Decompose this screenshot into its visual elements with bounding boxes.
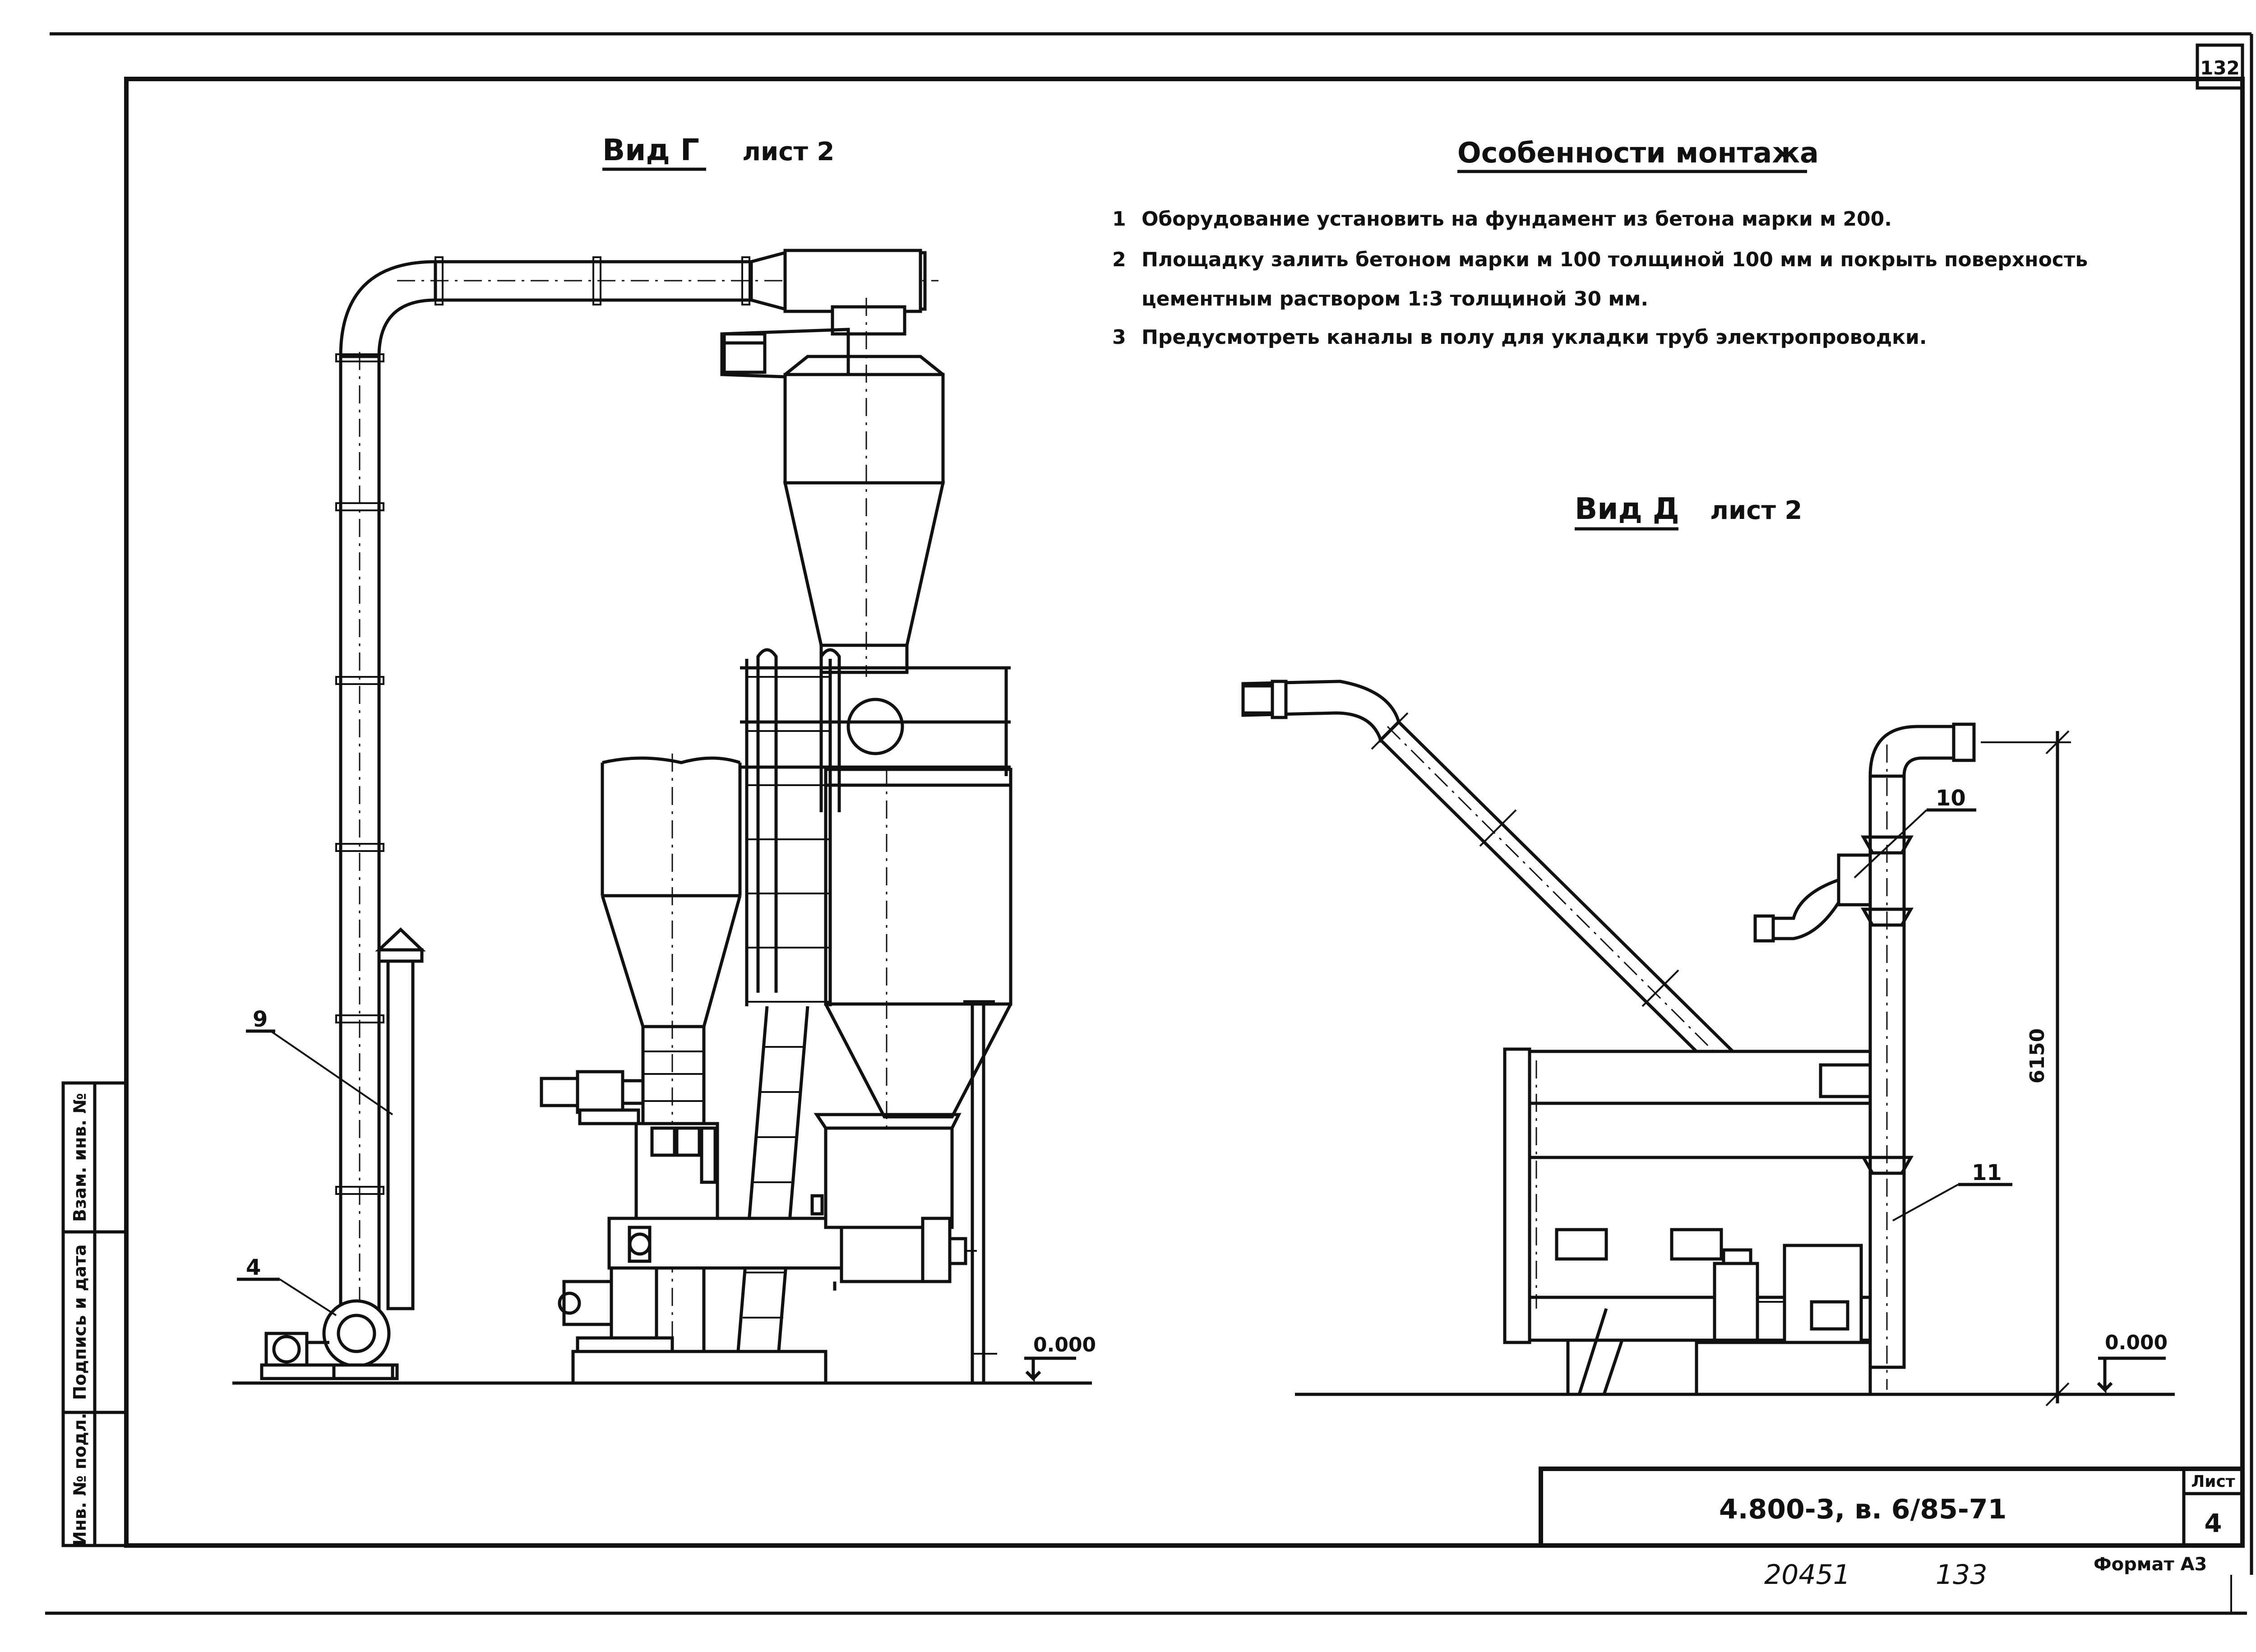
view-g-ref: лист 2	[742, 137, 834, 167]
level-mark-left: 0.000	[1024, 1333, 1096, 1383]
return-duct	[375, 927, 426, 1310]
view-d-label: Вид Д	[1575, 491, 1679, 526]
note-1-num: 1	[1112, 208, 1126, 231]
side-stamp: Инв. № подл. Подпись и дата Взам. инв. №	[61, 1081, 128, 1547]
storage-bin	[824, 767, 1012, 1383]
handwritten-number-2: 133	[1936, 1559, 1988, 1591]
stamp-sign-label: Подпись и дата	[70, 1244, 90, 1400]
fan-unit-right	[1695, 1244, 1872, 1396]
note-2-cont: цементным раствором 1:3 толщиной 30 мм.	[1142, 287, 1648, 310]
cyclone-separator	[720, 298, 945, 677]
level-right-value: 0.000	[2105, 1331, 2168, 1354]
title-block: 4.800-3, в. 6/85-71 Лист 4	[1539, 1467, 2245, 1548]
sheet-label: Лист	[2191, 1472, 2235, 1491]
level-mark-right: 0.000	[2097, 1331, 2168, 1394]
view-g-title: Вид Г лист 2	[602, 133, 834, 171]
footer: 20451 133 Формат А3	[1764, 1554, 2207, 1591]
callout-11: 11	[1892, 1160, 2012, 1222]
sheet-value: 4	[2205, 1509, 2222, 1538]
vertical-duct-right	[1753, 722, 1976, 1390]
stamp-replace-label: Взам. инв. №	[70, 1093, 90, 1222]
sheet-number-box: 132	[2196, 43, 2244, 90]
feeder-assembly	[558, 1113, 977, 1385]
notes-title: Особенности монтажа	[1457, 136, 1819, 169]
installation-notes: Особенности монтажа 1 Оборудование устан…	[1112, 136, 2088, 349]
view-g-label: Вид Г	[602, 133, 699, 167]
drive-motor	[540, 1070, 719, 1229]
callout-10-num: 10	[1936, 786, 1966, 811]
view-d-drawing: 0.000 6150 10 11	[1241, 680, 2175, 1407]
format-label: Формат А3	[2094, 1554, 2207, 1575]
stamp-inv-label: Инв. № подл.	[70, 1413, 90, 1546]
note-1-text: Оборудование установить на фундамент из …	[1142, 208, 1892, 231]
view-d-title: Вид Д лист 2	[1575, 491, 1802, 531]
handwritten-number-1: 20451	[1764, 1559, 1850, 1591]
note-2-num: 2	[1112, 248, 1126, 271]
callout-11-num: 11	[1972, 1160, 2002, 1185]
drawing-frame	[45, 32, 2253, 1615]
note-3-text: Предусмотреть каналы в полу для укладки …	[1142, 326, 1927, 349]
callout-4: 4	[237, 1255, 337, 1316]
vertical-air-duct	[335, 249, 938, 1336]
callout-9-num: 9	[253, 1007, 268, 1032]
dimension-6150: 6150	[2026, 1028, 2049, 1083]
level-left-value: 0.000	[1033, 1333, 1096, 1356]
callout-10: 10	[1854, 786, 1976, 879]
height-dimension: 6150	[1981, 730, 2071, 1407]
view-d-ref: лист 2	[1710, 496, 1802, 525]
note-2-text: Площадку залить бетоном марки м 100 толщ…	[1142, 248, 2088, 271]
callout-4-num: 4	[246, 1255, 261, 1280]
document-designation: 4.800-3, в. 6/85-71	[1719, 1494, 2006, 1525]
fan-unit-4	[260, 1299, 399, 1380]
sheet-number: 132	[2200, 57, 2240, 79]
note-3-num: 3	[1112, 326, 1126, 349]
view-g-drawing: 0.000 9 4	[232, 249, 1096, 1385]
callout-9: 9	[246, 1007, 393, 1115]
platform-railing	[740, 648, 1011, 993]
